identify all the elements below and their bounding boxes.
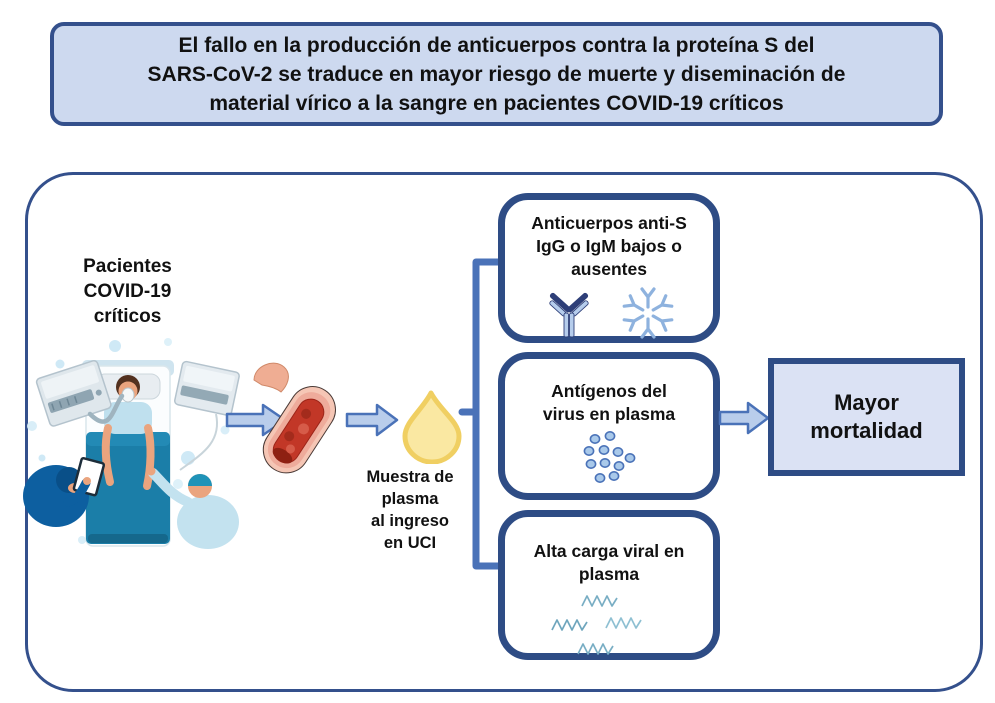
sample-label-line: plasma — [381, 490, 439, 508]
sample-label-line: Muestra de — [366, 468, 454, 486]
finding-box-viral-load: Alta carga viral en plasma — [498, 510, 720, 660]
outcome-box: Mayor mortalidad — [768, 358, 965, 476]
outcome-label-line: mortalidad — [810, 418, 923, 443]
finding-box-antigens: Antígenos del virus en plasma — [498, 352, 720, 500]
viral-rna-strands-icon — [551, 595, 642, 655]
finding-viral-load-line: Alta carga viral en — [533, 541, 685, 561]
sample-label-line: en UCI — [383, 534, 437, 552]
title-line-3: material vírico a la sangre en pacientes… — [209, 91, 784, 115]
monitor-wire — [179, 413, 219, 471]
virus-antigen-dots-icon — [583, 431, 636, 483]
icu-bed-patient-icon — [23, 338, 240, 549]
finding-antibodies-line: Anticuerpos anti-S — [531, 213, 687, 233]
patient-icon — [101, 375, 155, 490]
title-line-2: SARS-CoV-2 se traduce en mayor riesgo de… — [147, 62, 846, 86]
finding-viral-load-line: plasma — [578, 564, 640, 584]
flow-arrow-2 — [345, 403, 399, 437]
breathing-tube — [87, 393, 125, 424]
title-line-1: El fallo en la producción de anticuerpos… — [178, 33, 815, 57]
patients-label-line: Pacientes — [83, 256, 172, 277]
clinician-icon — [146, 466, 239, 549]
monitor-icon — [174, 360, 240, 416]
blood-vessel-icon — [253, 362, 336, 474]
clinician-tablet-icon — [23, 456, 106, 527]
flow-arrow-3 — [718, 401, 770, 435]
patients-label-line: críticos — [93, 306, 162, 327]
igm-antibody-icon — [622, 287, 674, 339]
ventilator-icon — [35, 359, 112, 427]
sample-label-line: al ingreso — [371, 512, 449, 530]
finding-box-antibodies: Anticuerpos anti-S IgG o IgM bajos o aus… — [498, 193, 720, 343]
igg-antibody-icon — [549, 292, 589, 338]
outcome-label-line: Mayor — [834, 390, 899, 415]
sample-label: Muestra de plasma al ingreso en UCI — [346, 466, 474, 554]
branch-bracket — [458, 258, 502, 570]
finding-antibodies-line: IgG o IgM bajos o — [536, 236, 682, 256]
patients-label-line: COVID-19 — [83, 281, 172, 302]
plasma-drop-icon — [402, 390, 462, 464]
finding-antigens-line: virus en plasma — [542, 404, 676, 424]
finding-antibodies-line: ausentes — [571, 259, 647, 279]
title-box: El fallo en la producción de anticuerpos… — [50, 22, 943, 126]
finding-antigens-line: Antígenos del — [551, 381, 667, 401]
patients-label: Pacientes COVID-19 críticos — [50, 254, 205, 329]
